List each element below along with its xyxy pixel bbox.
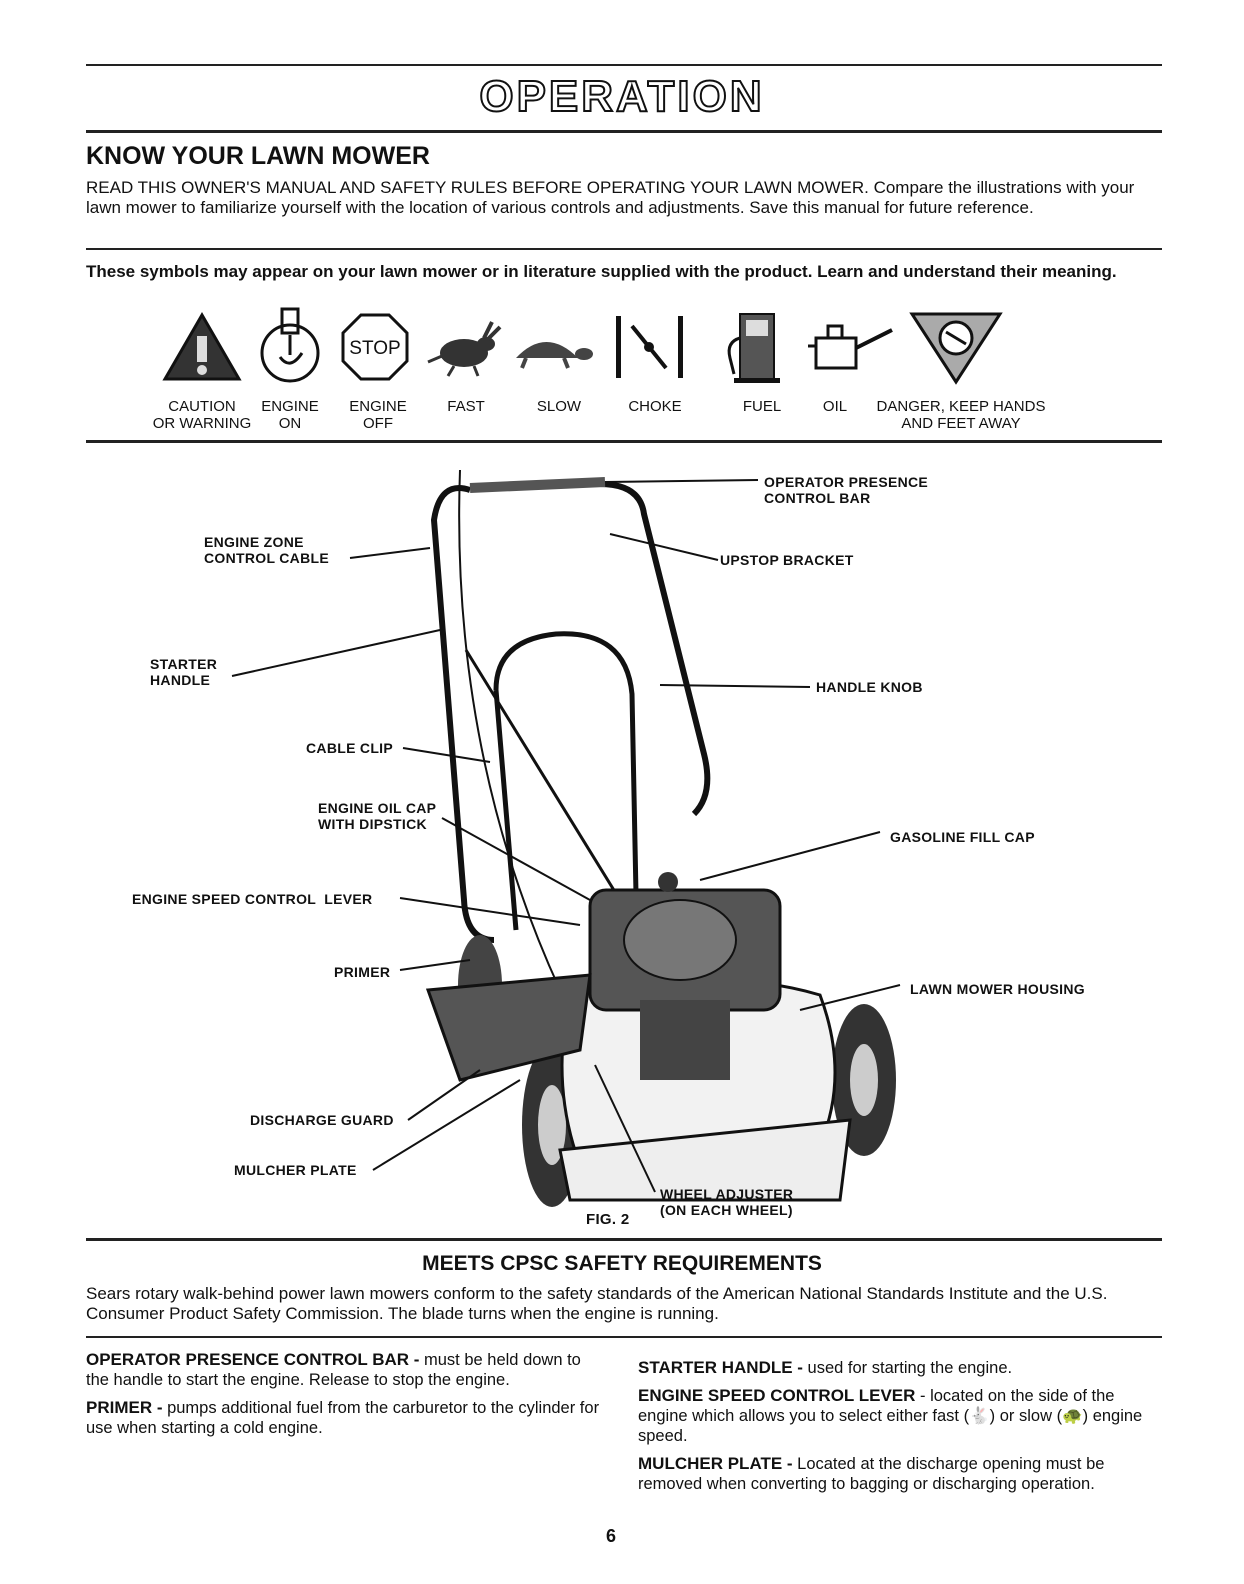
symbol-label-fuel: FUEL [742, 398, 782, 415]
symbol-label-choke: CHOKE [628, 398, 682, 415]
text-primer: pumps additional fuel from the carbureto… [86, 1399, 600, 1437]
callout-zone-cable: ENGINE ZONE CONTROL CABLE [204, 534, 329, 566]
callout-upstop: UPSTOP BRACKET [720, 552, 854, 568]
callout-starter: STARTER HANDLE [150, 656, 218, 688]
keep-hands-away-icon [909, 312, 1003, 385]
callout-speed-lever: ENGINE SPEED CONTROL LEVER [132, 891, 373, 907]
term-speed-lever: ENGINE SPEED CONTROL LEVER [638, 1386, 916, 1405]
page-title: OPERATION [478, 71, 765, 122]
text-speed-a: - located on the side of the engine whic… [638, 1387, 1115, 1425]
callout-cable-clip: CABLE CLIP [306, 740, 393, 756]
callout-housing: LAWN MOWER HOUSING [910, 981, 1085, 997]
symbols-rule [86, 440, 1162, 443]
term-mulcher: MULCHER PLATE - [638, 1454, 793, 1473]
cpsc-rule [86, 1336, 1162, 1338]
desc-right-column: STARTER HANDLE - used for starting the e… [638, 1358, 1162, 1494]
symbol-label-danger: DANGER, KEEP HANDS AND FEET AWAY [876, 398, 1046, 432]
callout-wheel-adjuster: WHEEL ADJUSTER (ON EACH WHEEL) [660, 1186, 794, 1218]
text-mulcher: Located at the discharge opening must be… [638, 1455, 1105, 1493]
desc-mulcher: MULCHER PLATE - Located at the discharge… [638, 1454, 1162, 1494]
callout-primer: PRIMER [334, 964, 391, 980]
text-starter: used for starting the engine. [802, 1359, 1013, 1377]
symbol-label-slow: SLOW [536, 398, 582, 415]
desc-operator-bar: OPERATOR PRESENCE CONTROL BAR - must be … [86, 1350, 606, 1390]
term-starter: STARTER HANDLE - [638, 1358, 803, 1377]
engine-on-icon [260, 307, 320, 383]
term-primer: PRIMER - [86, 1398, 163, 1417]
intro-rule [86, 248, 1162, 250]
caution-triangle-icon [162, 312, 242, 381]
stop-sign-text: STOP [349, 338, 400, 359]
fuel-pump-icon [727, 313, 780, 383]
symbol-label-fast: FAST [447, 398, 485, 415]
choke-icon [616, 316, 683, 378]
callout-mulcher: MULCHER PLATE [234, 1162, 357, 1178]
symbol-label-caution: CAUTION OR WARNING [152, 398, 252, 432]
page-number: 6 [606, 1526, 617, 1546]
rabbit-icon [427, 321, 502, 377]
callout-handle-knob: HANDLE KNOB [816, 679, 923, 695]
figure-rule [86, 1238, 1162, 1241]
desc-primer: PRIMER - pumps additional fuel from the … [86, 1398, 606, 1438]
desc-left-column: OPERATOR PRESENCE CONTROL BAR - must be … [86, 1350, 606, 1438]
top-rule [86, 64, 1162, 66]
turtle-icon [516, 342, 593, 369]
callout-discharge: DISCHARGE GUARD [250, 1112, 394, 1128]
cpsc-text: Sears rotary walk-behind power lawn mowe… [86, 1284, 1108, 1323]
symbol-label-engine-off: ENGINE OFF [349, 398, 407, 432]
callout-gas-cap: GASOLINE FILL CAP [890, 829, 1035, 845]
symbol-label-engine-on: ENGINE ON [261, 398, 319, 432]
desc-speed-lever: ENGINE SPEED CONTROL LEVER - located on … [638, 1386, 1162, 1446]
oil-can-icon [808, 324, 893, 370]
know-intro: READ THIS OWNER'S MANUAL AND SAFETY RULE… [86, 178, 1135, 217]
text-operator-bar: must be held down to the handle to start… [86, 1351, 581, 1389]
desc-starter: STARTER HANDLE - used for starting the e… [638, 1358, 1162, 1378]
callout-operator-bar: OPERATOR PRESENCE CONTROL BAR [764, 474, 929, 506]
text-speed-c: ) engine speed. [638, 1407, 1143, 1445]
title-rule [86, 130, 1162, 133]
term-operator-bar: OPERATOR PRESENCE CONTROL BAR - [86, 1350, 420, 1369]
callout-oil-cap: ENGINE OIL CAP WITH DIPSTICK [318, 800, 437, 832]
text-speed-b: ) or slow ( [989, 1407, 1063, 1425]
symbols-note: These symbols may appear on your lawn mo… [86, 262, 1117, 281]
symbol-label-oil: OIL [822, 398, 848, 415]
know-heading: KNOW YOUR LAWN MOWER [86, 142, 430, 170]
cpsc-heading: MEETS CPSC SAFETY REQUIREMENTS [422, 1252, 822, 1275]
figure-caption: FIG. 2 [586, 1211, 630, 1228]
engine-off-stop-icon: STOP [341, 313, 409, 381]
rabbit-inline-icon: 🐇 [969, 1407, 990, 1425]
turtle-inline-icon: 🐢 [1062, 1407, 1083, 1425]
